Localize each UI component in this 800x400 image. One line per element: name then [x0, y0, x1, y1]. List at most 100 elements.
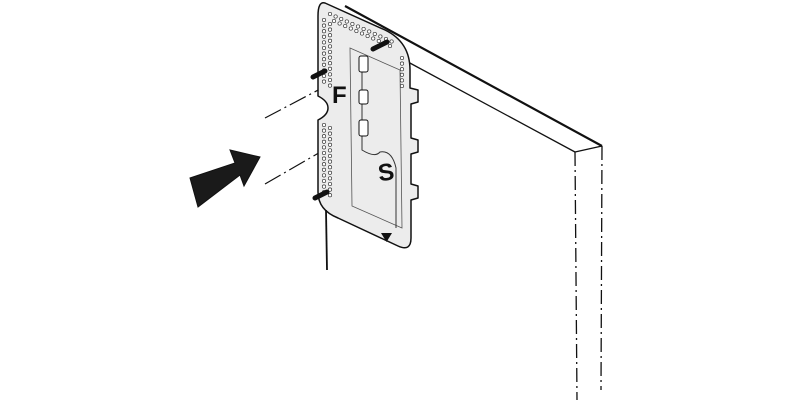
template-hole — [399, 83, 405, 89]
template-hole — [337, 21, 342, 26]
cabinet-panel — [344, 5, 603, 400]
template-hole — [321, 150, 327, 156]
template-hole — [327, 131, 333, 136]
template-hole — [376, 38, 381, 44]
template-hole — [321, 156, 327, 161]
template-hole — [321, 122, 327, 128]
template-hole — [327, 77, 333, 83]
template-hole — [327, 125, 333, 131]
front-label: F — [332, 82, 347, 109]
template-hole — [327, 142, 333, 147]
panel-front-corner — [574, 145, 603, 153]
template-hole — [321, 34, 327, 39]
template-hole — [343, 23, 348, 29]
template-hole — [327, 11, 333, 17]
template-hole — [327, 137, 333, 142]
template-slot — [358, 119, 369, 137]
template-hole — [327, 21, 333, 27]
template-hole — [327, 165, 333, 170]
template-hole — [327, 49, 333, 55]
template-hole — [354, 28, 359, 34]
template-pin — [310, 68, 328, 80]
template-hole — [359, 31, 365, 36]
template-hole — [327, 148, 333, 153]
panel-front-edge-dashed — [574, 151, 578, 400]
template-hole — [327, 38, 333, 43]
template-hole — [327, 181, 333, 187]
template-hole — [350, 21, 355, 27]
template-pin — [312, 189, 330, 201]
template-slot — [358, 55, 369, 73]
template-pin — [370, 39, 390, 52]
template-hole — [321, 17, 327, 23]
template-hole — [321, 45, 327, 51]
template-hole — [389, 39, 394, 44]
template-hole — [321, 79, 327, 84]
template-hole — [321, 40, 327, 45]
template-hole — [321, 184, 327, 189]
template-hole — [321, 134, 327, 139]
template-slot — [358, 89, 369, 105]
template-hole — [321, 178, 327, 184]
template-hole — [399, 67, 405, 72]
template-hole — [365, 33, 370, 39]
template-hole — [321, 139, 327, 144]
template-hole — [371, 36, 376, 41]
template-hole-rows — [321, 11, 405, 198]
template-hole — [344, 19, 349, 24]
template-hole — [331, 18, 337, 24]
template-hole — [327, 170, 333, 175]
panel-inner-top-edge — [407, 61, 576, 153]
drilling-template: F S — [310, 2, 419, 271]
template-hole — [327, 72, 333, 77]
template-hole — [327, 27, 333, 32]
template-hole — [399, 61, 405, 66]
template-hole — [361, 26, 366, 32]
template-hole — [399, 78, 405, 83]
template-hole — [321, 173, 327, 178]
template-hole — [399, 55, 405, 61]
template-hole — [327, 44, 333, 49]
template-hole — [348, 26, 353, 31]
template-hole — [321, 57, 327, 62]
template-hole — [321, 51, 327, 56]
template-channel — [361, 66, 397, 228]
template-hole — [399, 72, 405, 77]
template-hole — [321, 62, 327, 67]
template-inner-panel — [349, 47, 403, 229]
template-hole — [372, 31, 377, 37]
template-hole — [378, 34, 383, 39]
panel-top-edge — [344, 5, 603, 147]
template-hole — [339, 16, 344, 22]
template-slots — [358, 55, 369, 137]
side-label: S — [376, 158, 396, 187]
template-hole — [321, 162, 327, 167]
template-handle-line — [325, 209, 328, 271]
template-hole — [321, 145, 327, 150]
template-hole — [327, 33, 333, 38]
template-hole — [327, 83, 333, 88]
template-hole — [321, 128, 327, 133]
template-hole — [327, 66, 333, 71]
template-hole — [327, 61, 333, 66]
template-hole — [327, 55, 333, 60]
template-pins — [310, 39, 390, 201]
template-hole — [333, 14, 338, 19]
template-hole — [321, 167, 327, 172]
triangle-down-icon — [381, 233, 392, 242]
template-hole — [367, 29, 372, 34]
template-hole — [327, 176, 333, 181]
panel-back-edge-dashed — [600, 145, 603, 391]
arrow-shape — [189, 149, 261, 208]
template-hole — [321, 29, 327, 34]
template-hole — [327, 193, 333, 198]
template-hole — [321, 23, 327, 28]
template-hole — [321, 73, 327, 79]
template-hole — [355, 24, 361, 29]
template-hole — [387, 43, 393, 49]
template-hole — [327, 153, 333, 159]
template-hole — [327, 159, 333, 164]
template-hole — [327, 187, 333, 192]
